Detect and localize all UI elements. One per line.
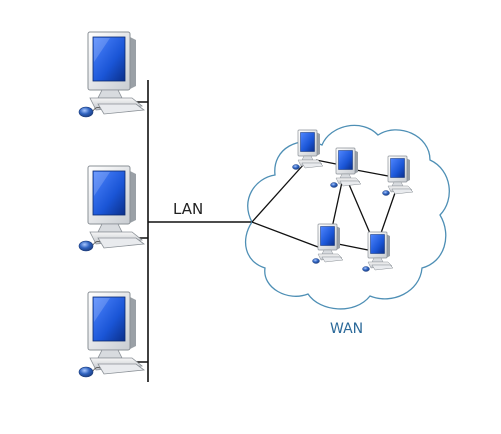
lan-label: LAN [173,200,203,218]
wan-link [379,189,397,237]
wan-computer-1 [292,129,324,170]
wan-link [251,221,319,248]
lan-computer-1 [78,31,145,118]
wan-links [251,159,397,251]
wan-link [337,243,369,251]
wan-computer-2 [330,147,362,188]
wan-label: WAN [330,321,363,337]
wan-link [331,181,343,229]
wan-link [251,163,305,223]
wan-link [347,181,373,239]
wan-link [355,169,389,177]
wan-computer-4 [312,223,344,264]
wan-computer-5 [362,231,394,272]
wan-link [315,159,337,165]
lan-computer-2 [78,165,145,252]
lan-computer-3 [78,291,145,378]
